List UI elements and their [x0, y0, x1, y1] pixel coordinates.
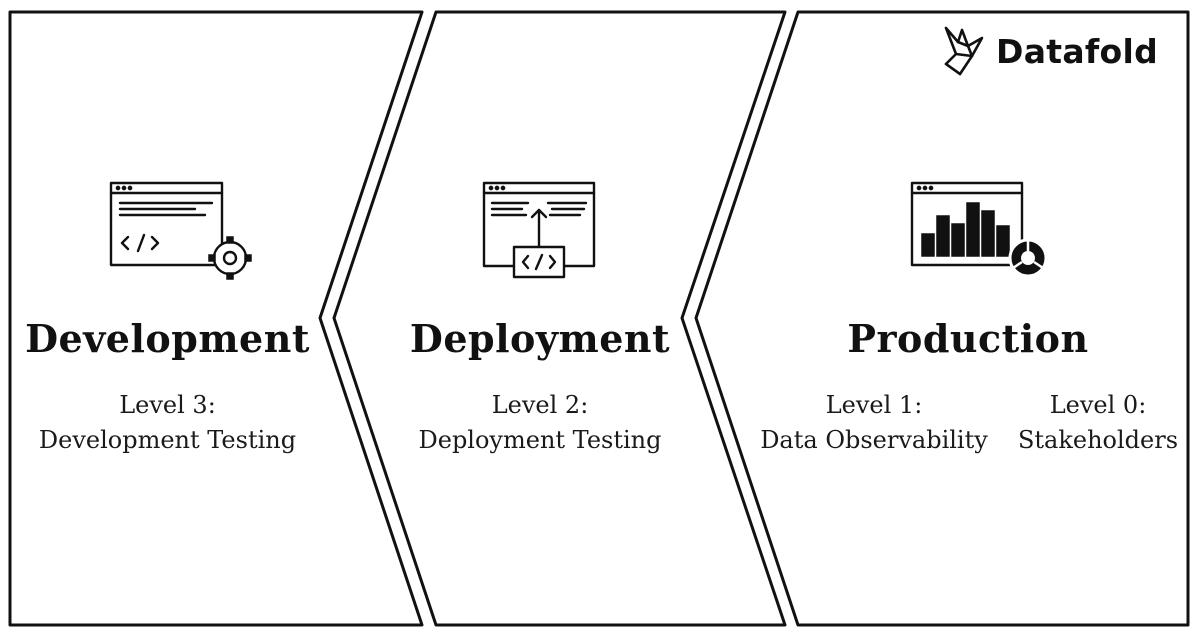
level-label: Level 1:: [825, 391, 923, 419]
level-description: Data Observability: [760, 426, 988, 454]
stage-title-production: Production: [847, 316, 1089, 361]
stage-shape-development: [8, 10, 424, 627]
origami-bird-icon: [944, 26, 984, 76]
level-label: Level 0:: [1049, 391, 1147, 419]
stage-title-development: Development: [25, 316, 310, 361]
level-label: Level 2:: [491, 391, 589, 419]
stage-shape-production: [694, 10, 1190, 627]
brand: Datafold: [940, 24, 1158, 78]
stage-title-deployment: Deployment: [409, 316, 671, 361]
stage-shape-deployment: [332, 10, 787, 627]
level-description: Development Testing: [38, 426, 297, 454]
stage-level-stakeholders: Level 0: Stakeholders: [1008, 388, 1188, 458]
code-window-gear-icon: [109, 181, 252, 280]
bar-chart-window-icon: [910, 181, 1048, 278]
level-label: Level 3:: [119, 391, 216, 419]
stage-level-deployment: Level 2: Deployment Testing: [390, 388, 690, 458]
stage-level-observability: Level 1: Data Observability: [742, 388, 1006, 458]
level-description: Stakeholders: [1017, 426, 1179, 454]
brand-name: Datafold: [996, 31, 1159, 71]
level-description: Deployment Testing: [418, 426, 662, 454]
code-window-upload-icon: [482, 181, 596, 279]
stage-level-development: Level 3: Development Testing: [20, 388, 315, 458]
